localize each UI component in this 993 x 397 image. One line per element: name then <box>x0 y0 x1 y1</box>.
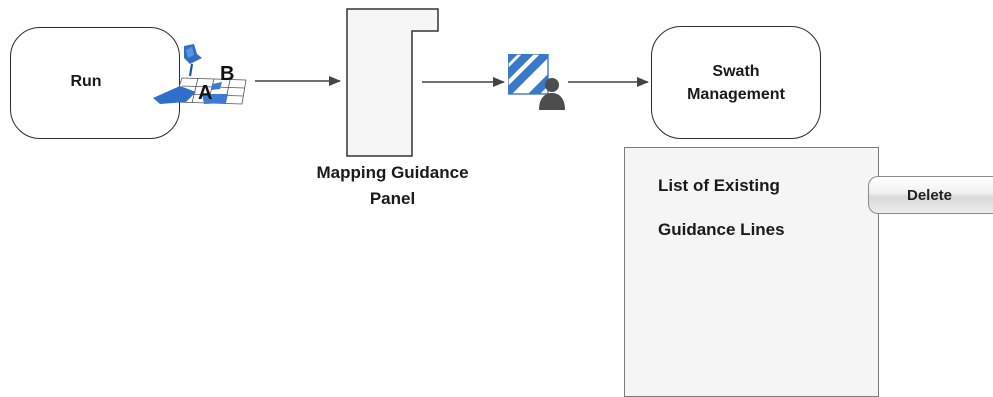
swath-user-icon <box>508 54 565 110</box>
delete-button-label: Delete <box>907 186 953 204</box>
run-node[interactable]: Run <box>10 27 180 139</box>
mapping-guidance-panel-shape[interactable] <box>345 8 441 158</box>
swath-management-node[interactable]: Swath Management <box>651 26 821 139</box>
swath-management-label: Swath Management <box>687 62 785 103</box>
mapping-guidance-panel-caption: Mapping Guidance Panel <box>316 163 469 208</box>
existing-guidance-lines-panel <box>624 147 879 397</box>
ab-letter-a: A <box>198 82 212 104</box>
run-label: Run <box>70 73 102 90</box>
ab-line-icon: A B <box>153 44 247 105</box>
ab-letter-b: B <box>220 63 234 85</box>
connector-layer <box>255 76 649 87</box>
delete-button[interactable]: Delete <box>868 176 993 214</box>
existing-guidance-lines-title: List of Existing Guidance Lines <box>658 176 785 239</box>
